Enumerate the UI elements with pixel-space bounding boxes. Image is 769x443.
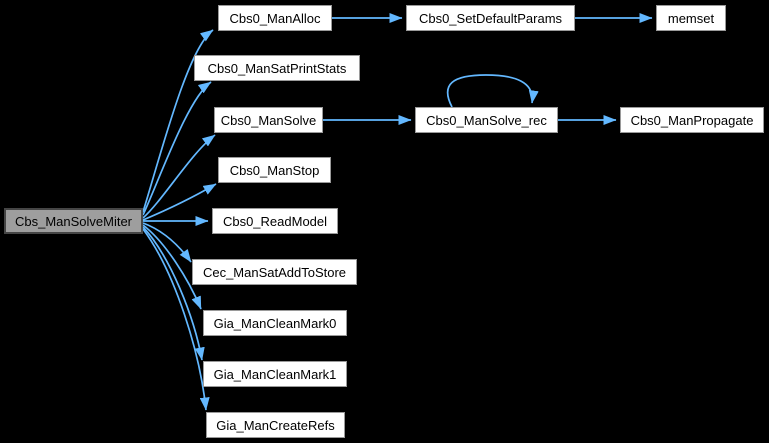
- node-cbs0-readmodel[interactable]: Cbs0_ReadModel: [212, 208, 338, 234]
- node-cbs0-manstop[interactable]: Cbs0_ManStop: [218, 157, 331, 183]
- node-label: Cbs0_ManSolve_rec: [426, 112, 547, 128]
- node-label: Cbs0_SetDefaultParams: [418, 10, 563, 26]
- node-cbs-mansolvemiter[interactable]: Cbs_ManSolveMiter: [4, 208, 143, 234]
- node-label: Cbs0_ManSolve: [220, 112, 317, 128]
- node-label: Cec_ManSatAddToStore: [202, 264, 347, 280]
- edge-cbs-mansolvemiter-to-gia-mancreaterefs: [142, 228, 210, 411]
- node-cbs0-mansatprintstats[interactable]: Cbs0_ManSatPrintStats: [194, 55, 360, 81]
- edge-cbs-mansolvemiter-to-gia-mancleanmark0: [142, 224, 202, 310]
- node-label: Cbs0_ManStop: [229, 162, 320, 178]
- node-gia-mancreaterefs[interactable]: Gia_ManCreateRefs: [206, 412, 345, 438]
- node-cbs0-mansolve-rec[interactable]: Cbs0_ManSolve_rec: [415, 107, 558, 133]
- edge-cbs-mansolvemiter-to-cbs0-manalloc: [142, 29, 214, 213]
- node-gia-mancleanmark0[interactable]: Gia_ManCleanMark0: [203, 310, 347, 336]
- node-label: Gia_ManCreateRefs: [216, 417, 335, 433]
- node-cbs0-manalloc[interactable]: Cbs0_ManAlloc: [218, 5, 332, 31]
- node-label: Gia_ManCleanMark1: [213, 366, 337, 382]
- node-label: Cbs_ManSolveMiter: [14, 213, 133, 229]
- edge-cbs-mansolvemiter-to-gia-mancleanmark1: [142, 226, 205, 361]
- node-label: Cbs0_ManSatPrintStats: [207, 60, 347, 76]
- node-cbs0-setdefaultparams[interactable]: Cbs0_SetDefaultParams: [406, 5, 575, 31]
- node-label: memset: [667, 10, 715, 26]
- node-label: Cbs0_ManPropagate: [630, 112, 754, 128]
- edge-cbs-mansolvemiter-to-cbs0-manstop: [142, 183, 217, 221]
- node-cec-mansataddtostore[interactable]: Cec_ManSatAddToStore: [192, 259, 357, 285]
- edge-cbs-mansolvemiter-to-cbs0-mansolve: [142, 134, 216, 219]
- node-cbs0-manpropagate[interactable]: Cbs0_ManPropagate: [620, 107, 764, 133]
- edge-cbs-mansolvemiter-to-cec-mansataddtostore: [142, 222, 192, 263]
- node-label: Cbs0_ManAlloc: [229, 10, 321, 26]
- edge-cbs-mansolvemiter-to-cbs0-mansatprintstats: [142, 81, 212, 216]
- edge-cbs0-mansolve-rec-self-loop: [446, 74, 539, 108]
- node-label: Cbs0_ReadModel: [222, 213, 328, 229]
- node-label: Gia_ManCleanMark0: [213, 315, 337, 331]
- node-gia-mancleanmark1[interactable]: Gia_ManCleanMark1: [203, 361, 347, 387]
- node-memset[interactable]: memset: [656, 5, 726, 31]
- node-cbs0-mansolve[interactable]: Cbs0_ManSolve: [214, 107, 323, 133]
